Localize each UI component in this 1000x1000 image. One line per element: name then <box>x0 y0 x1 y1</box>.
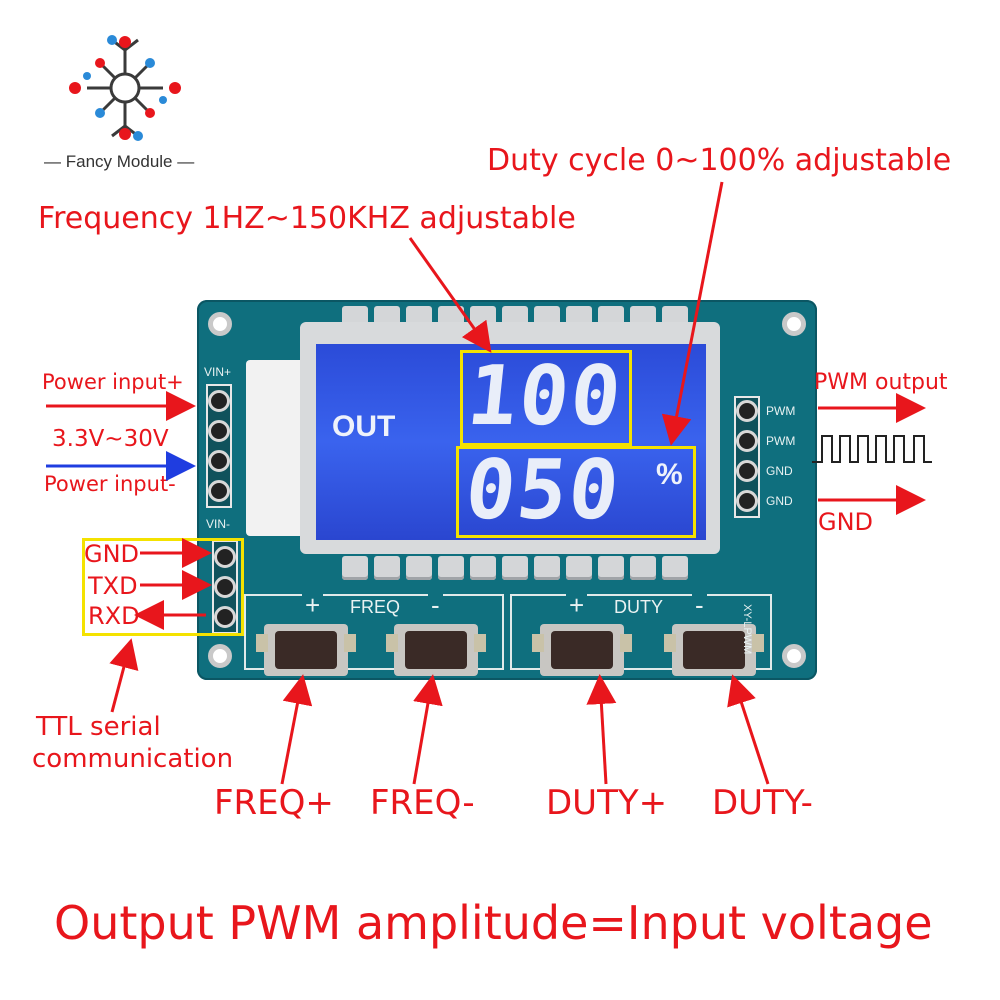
mount-hole-bottom-right <box>782 644 806 668</box>
freq-minus-label: FREQ- <box>370 783 475 823</box>
duty-plus-button-cap <box>551 631 613 669</box>
footer-caption: Output PWM amplitude=Input voltage <box>54 896 933 950</box>
output-pin-label-3: GND <box>766 464 793 478</box>
serial-highlight-box <box>82 538 244 636</box>
ttl-label-line1: TTL serial <box>36 712 161 742</box>
ttl-label-line2: communication <box>32 744 234 774</box>
duty-highlight-box <box>456 446 696 538</box>
txd-label: TXD <box>88 572 138 600</box>
serial-pin-txd <box>214 576 236 598</box>
serial-pin-rxd <box>214 606 236 628</box>
arrow-ttl <box>109 638 139 713</box>
duty-plus-silk: + <box>566 592 588 618</box>
duty-minus-button-cap <box>683 631 745 669</box>
arrow-duty-plus <box>586 674 617 785</box>
vin-minus-silk: VIN- <box>206 517 230 531</box>
freq-plus-label: FREQ+ <box>214 783 334 823</box>
mount-hole-top-right <box>782 312 806 336</box>
duty-plus-label: DUTY+ <box>546 783 668 823</box>
duty-plus-button[interactable] <box>532 624 632 676</box>
output-pin-3 <box>736 460 758 482</box>
power-minus-label: Power input- <box>44 472 176 496</box>
brand-name: — Fancy Module — <box>44 152 194 172</box>
lcd-ribbon <box>246 360 306 536</box>
pwm-waveform-icon <box>812 435 932 463</box>
arrow-freq-minus <box>412 674 443 785</box>
frequency-label: Frequency 1HZ~150KHZ adjustable <box>38 201 576 236</box>
serial-pin-gnd <box>214 546 236 568</box>
vin-pin-3 <box>208 450 230 472</box>
pwm-output-label: PWM output <box>814 370 948 395</box>
mount-hole-top-left <box>208 312 232 336</box>
arrow-frequency <box>408 237 492 353</box>
arrow-freq-plus <box>280 674 313 785</box>
duty-minus-label: DUTY- <box>712 783 813 823</box>
lcd-screen <box>316 344 706 540</box>
voltage-label: 3.3V~30V <box>52 426 169 452</box>
rxd-label: RXD <box>88 602 140 630</box>
brand-logo <box>60 28 190 148</box>
duty-silk: DUTY <box>610 598 667 616</box>
freq-minus-button[interactable] <box>386 624 486 676</box>
freq-minus-button-cap <box>405 631 467 669</box>
mount-hole-bottom-left <box>208 644 232 668</box>
gnd-left-label: GND <box>84 540 140 568</box>
arrow-duty <box>661 181 724 446</box>
freq-plus-button[interactable] <box>256 624 356 676</box>
duty-minus-button[interactable] <box>664 624 764 676</box>
power-plus-label: Power input+ <box>42 370 184 394</box>
lcd-percent-unit: % <box>656 458 683 491</box>
output-pin-4 <box>736 490 758 512</box>
duty-minus-silk: - <box>692 592 707 618</box>
output-pin-label-1: PWM <box>766 404 796 418</box>
duty-section-outline <box>510 594 772 670</box>
brand-dash-left: — <box>44 152 66 171</box>
freq-plus-button-cap <box>275 631 337 669</box>
gnd-right-label: GND <box>818 508 874 536</box>
lcd-pins-bottom <box>342 556 692 580</box>
arrow-duty-minus <box>727 674 770 785</box>
vin-pin-4 <box>208 480 230 502</box>
vin-pin-1 <box>208 390 230 412</box>
freq-minus-silk: - <box>428 592 443 618</box>
output-pin-1 <box>736 400 758 422</box>
lcd-out-label: OUT <box>332 410 396 443</box>
frequency-highlight-box <box>460 350 632 446</box>
brand-name-text: Fancy Module <box>65 152 173 171</box>
freq-silk: FREQ <box>346 598 405 616</box>
brand-dash-right: — <box>172 152 195 171</box>
output-pin-2 <box>736 430 758 452</box>
output-pin-label-2: PWM <box>766 434 796 448</box>
duty-cycle-label: Duty cycle 0~100% adjustable <box>487 143 952 178</box>
vin-pin-2 <box>208 420 230 442</box>
circuit-logo-icon <box>69 35 181 141</box>
output-pin-label-4: GND <box>766 494 793 508</box>
freq-plus-silk: + <box>302 592 324 618</box>
vin-plus-silk: VIN+ <box>204 365 232 379</box>
freq-section-outline <box>244 594 504 670</box>
